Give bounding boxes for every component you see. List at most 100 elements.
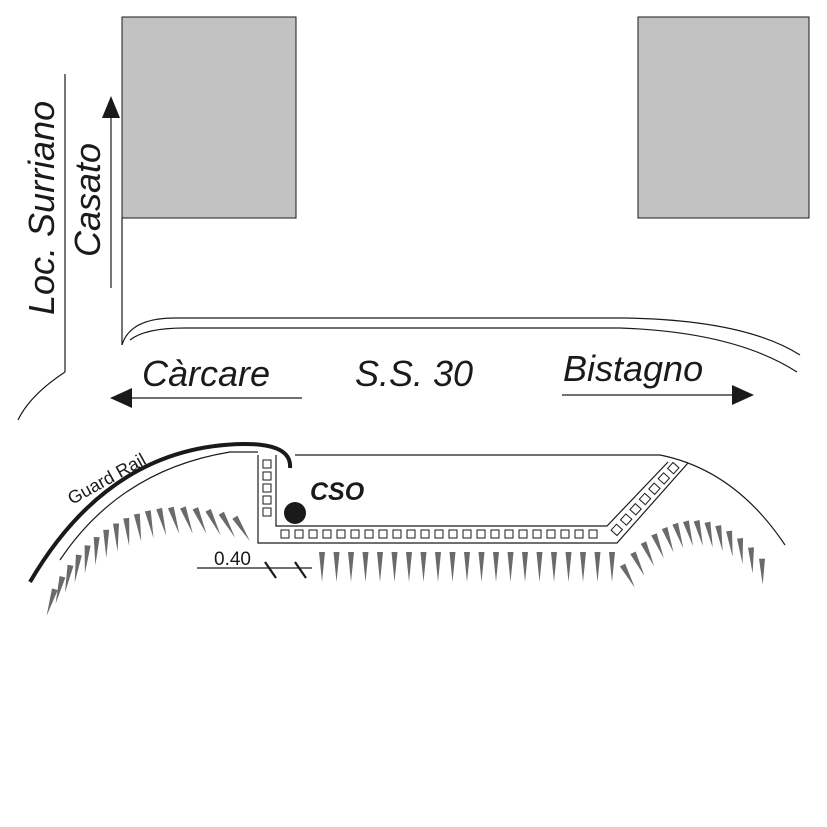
slope-mark [64, 564, 74, 593]
slope-mark [420, 552, 427, 582]
channel-tile [560, 529, 570, 539]
slope-mark [594, 552, 601, 582]
slope-mark [123, 517, 130, 547]
channel-tile [262, 495, 272, 505]
channel-tile [666, 461, 680, 475]
slope-mark [192, 507, 207, 534]
side-road [17, 74, 123, 421]
channel-tile [392, 529, 402, 539]
slope-mark [630, 551, 645, 577]
channel-tile [648, 482, 661, 496]
channel-tile [610, 523, 624, 537]
slope-mark [84, 545, 91, 574]
direction-west-label: Càrcare [142, 353, 270, 394]
channel-tile [420, 529, 430, 539]
slope-mark [640, 541, 655, 567]
slope-mark [46, 588, 58, 617]
slope-mark [748, 547, 754, 574]
slope-mark [232, 515, 250, 541]
cso-marker [284, 502, 306, 524]
slope-mark [180, 506, 193, 534]
slope-mark [726, 530, 733, 557]
channel-tile [434, 529, 444, 539]
slope-mark [362, 552, 369, 582]
arrow-north-icon [102, 96, 120, 288]
channel-tile [336, 529, 346, 539]
channel-tile [262, 507, 272, 517]
dimension-line [197, 561, 312, 579]
channel-tile [657, 472, 671, 485]
channel-tile [322, 529, 332, 539]
main-road-south-edge [59, 451, 786, 561]
slope-mark [167, 506, 180, 535]
channel-tile [294, 529, 304, 539]
slope-mark [551, 552, 557, 582]
channel-tile [504, 529, 514, 539]
arrow-west-icon [110, 388, 302, 408]
channel-tile [350, 529, 360, 539]
slope-mark [391, 552, 398, 582]
slope-mark [565, 552, 572, 582]
slope-mark [661, 527, 674, 553]
slope-mark [55, 576, 66, 604]
channel-tile [280, 529, 290, 539]
arrow-east-icon [562, 385, 754, 405]
slope-mark [693, 520, 703, 546]
slope-mark [103, 529, 110, 558]
channel [257, 455, 689, 544]
embankment-hatching [46, 506, 766, 617]
slope-mark [377, 552, 383, 582]
slope-mark [536, 552, 543, 582]
slope-mark [406, 552, 412, 582]
channel-tiles [262, 459, 680, 539]
slope-mark [619, 563, 635, 588]
slope-mark [715, 525, 723, 552]
slope-mark [759, 558, 766, 585]
channel-tile [518, 529, 528, 539]
channel-tile [546, 529, 556, 539]
slope-mark [74, 554, 82, 583]
building-right [637, 16, 810, 219]
channel-tile [629, 502, 642, 516]
channel-tile [262, 459, 272, 469]
cso-label: CSO [310, 478, 365, 506]
direction-east-label: Bistagno [563, 348, 703, 389]
slope-mark [704, 521, 713, 548]
slope-mark [144, 510, 154, 539]
slope-mark [464, 552, 470, 582]
slope-mark [651, 533, 664, 559]
channel-tile [638, 492, 652, 506]
slope-mark [493, 552, 499, 582]
slope-mark [580, 552, 586, 582]
slope-mark [348, 552, 354, 582]
guard-rail-label: Guard Rail [64, 449, 149, 508]
guard-rail [28, 441, 293, 584]
slope-mark [218, 511, 236, 538]
channel-tile [262, 471, 272, 481]
channel-tile [532, 529, 542, 539]
channel-tile [448, 529, 458, 539]
road-name-label: S.S. 30 [355, 353, 473, 394]
slope-mark [333, 552, 340, 582]
slope-mark [507, 552, 514, 582]
slope-mark [449, 552, 456, 582]
slope-mark [113, 523, 120, 552]
slope-mark [522, 552, 528, 582]
channel-tile [364, 529, 374, 539]
building-left [121, 16, 297, 219]
channel-tile [476, 529, 486, 539]
channel-tile [462, 529, 472, 539]
slope-mark [156, 507, 167, 536]
channel-tile [619, 513, 633, 526]
slope-mark [205, 508, 221, 536]
slope-mark [737, 537, 744, 565]
slope-mark [435, 552, 441, 582]
slope-mark [93, 537, 100, 566]
channel-tile [262, 483, 272, 493]
channel-tile [588, 529, 598, 539]
slope-mark [478, 552, 485, 582]
side-road-label-line1: Loc. Surriano [21, 101, 62, 315]
channel-tile [378, 529, 388, 539]
slope-mark [319, 552, 325, 582]
